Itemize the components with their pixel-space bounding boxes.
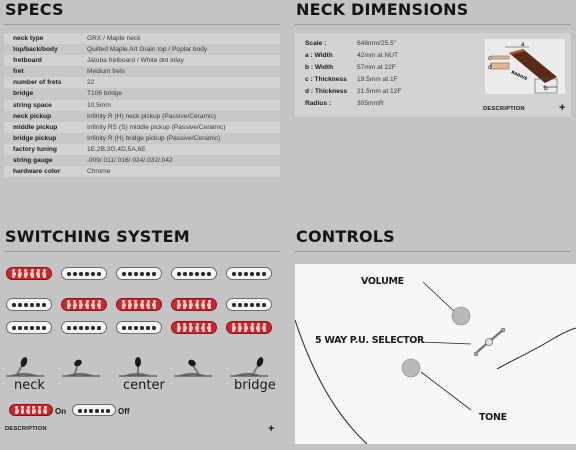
selector-positions-graphic — [6, 357, 268, 377]
pickup-off — [171, 267, 217, 280]
pickup-on — [171, 321, 217, 334]
controls-divider — [295, 251, 571, 252]
specs-divider — [4, 24, 280, 25]
pickup-on — [61, 298, 107, 311]
specs-title: SPECS — [5, 0, 64, 19]
pickup-on — [6, 267, 52, 280]
pickup-off — [61, 267, 107, 280]
legend-pickup-on — [9, 404, 53, 416]
pickup-on — [226, 321, 272, 334]
switch-lever-icon — [230, 357, 268, 377]
switch-lever-icon — [6, 357, 44, 377]
switching-system-title: SWITCHING SYSTEM — [5, 227, 190, 246]
switching-divider — [4, 251, 280, 252]
switching-description-label: DESCRIPTION — [5, 426, 47, 432]
neck-diagram: a c d b RADIUS — [485, 39, 565, 94]
legend-pickup-off — [72, 404, 116, 416]
volume-label: VOLUME — [361, 276, 404, 287]
diagram-label-b: b — [544, 85, 548, 92]
neck-row: Scale :648mm/25.5" — [305, 40, 396, 47]
switching-diagram: neck center bridge On Off DESCRIPTION + — [4, 258, 280, 438]
pickup-on — [116, 298, 162, 311]
diagram-label-a: a — [521, 41, 525, 48]
legend-on-label: On — [55, 407, 67, 416]
neck-description-label: DESCRIPTION — [483, 106, 525, 112]
switch-label-center: center — [123, 378, 165, 393]
switch-lever-icon — [119, 357, 157, 377]
diagram-label-radius: RADIUS — [511, 69, 529, 81]
pickup-off — [6, 298, 52, 311]
switch-label-neck: neck — [14, 378, 45, 393]
guitar-body-outline — [295, 264, 576, 444]
neck-description-expand-button[interactable]: + — [559, 102, 566, 114]
pickup-off — [116, 321, 162, 334]
controls-title: CONTROLS — [296, 227, 395, 246]
selector-label: 5 WAY P.U. SELECTOR — [315, 335, 425, 346]
legend-off-label: Off — [118, 407, 130, 416]
selector-switch-icon — [473, 327, 506, 357]
neck-row: Radius :305mmR — [305, 100, 384, 107]
pickup-off — [6, 321, 52, 334]
tone-knob-icon — [401, 358, 421, 378]
pickup-on — [171, 298, 217, 311]
tone-label: TONE — [479, 412, 507, 423]
switching-description-expand-button[interactable]: + — [268, 423, 275, 435]
pickup-off — [116, 267, 162, 280]
specs-row: string gauge.009/.011/.016/.024/.032/.04… — [4, 155, 280, 167]
volume-knob-icon — [451, 306, 471, 326]
neck-diagram-graphic: a c d b RADIUS — [488, 41, 558, 94]
neck-divider — [295, 24, 571, 25]
switch-label-bridge: bridge — [234, 378, 276, 393]
diagram-label-d: d — [488, 64, 492, 71]
controls-diagram: VOLUME 5 WAY P.U. SELECTOR TONE — [295, 264, 576, 444]
neck-dimensions-title: NECK DIMENSIONS — [296, 0, 469, 19]
pickup-off — [61, 321, 107, 334]
pickup-off — [226, 267, 272, 280]
switch-lever-icon — [62, 359, 100, 377]
switch-lever-icon — [174, 359, 212, 377]
diagram-label-c: c — [488, 55, 491, 62]
pickup-off — [226, 298, 272, 311]
